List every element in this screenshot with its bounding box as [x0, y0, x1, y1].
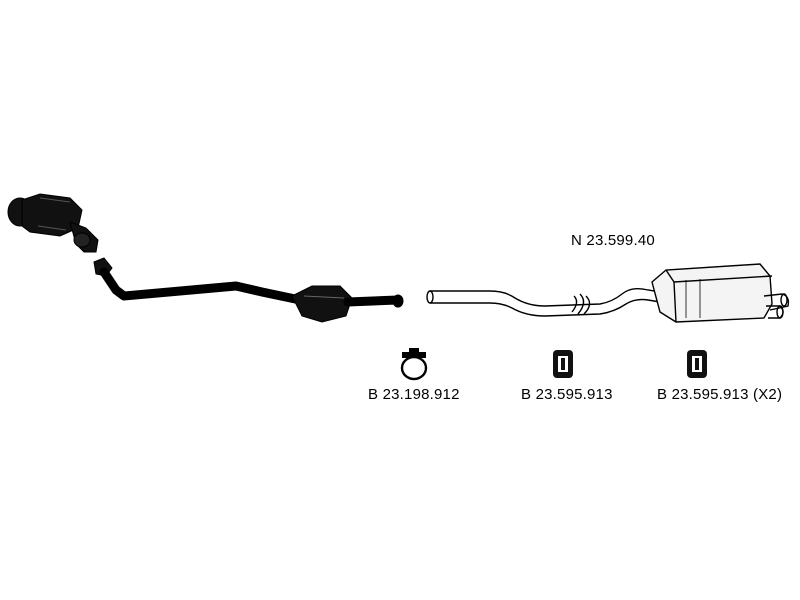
rubber-hanger-icon — [553, 350, 573, 378]
front-pipe — [99, 267, 305, 305]
clamp-icon — [400, 348, 428, 381]
front-exhaust-section — [7, 193, 404, 323]
rear-pipe — [430, 287, 661, 307]
rear-muffler-body — [651, 263, 773, 323]
rear-exhaust-section — [426, 263, 790, 323]
rear-pipe-inlet — [426, 290, 434, 304]
rubber-hanger-icon — [687, 350, 707, 378]
hanger-part-number: B 23.595.913 — [521, 386, 613, 403]
center-outlet-pipe — [343, 295, 403, 307]
center-catalyst — [291, 285, 353, 323]
pipe-spiral-wrap — [571, 293, 591, 315]
clamp-part-number: B 23.198.912 — [368, 386, 460, 403]
hanger-pair-part-number: B 23.595.913 (X2) — [657, 386, 783, 403]
rear-muffler-part-number: N 23.599.40 — [571, 232, 655, 249]
